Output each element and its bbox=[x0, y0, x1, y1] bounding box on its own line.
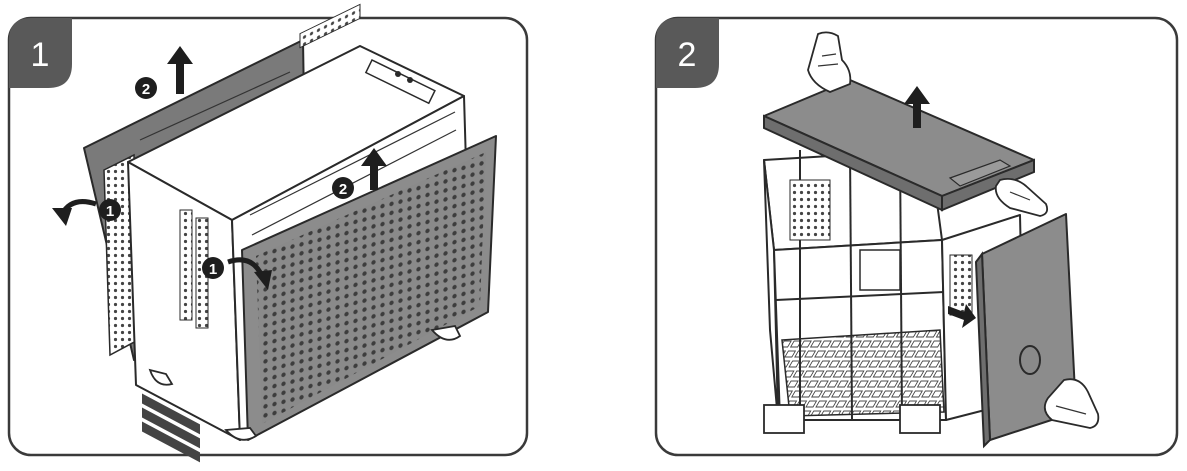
step-2-number: 2 bbox=[678, 36, 697, 74]
step-2-panel: 2 bbox=[654, 16, 1179, 457]
right-panel-mesh bbox=[256, 152, 486, 424]
hand-top-left-icon bbox=[807, 31, 852, 93]
io-panel bbox=[364, 58, 436, 105]
arrow-curve-left bbox=[52, 208, 72, 226]
callout-2-right-panel: 2 bbox=[332, 148, 387, 199]
arrow-curve-right bbox=[254, 270, 272, 290]
chassis-floor-mesh bbox=[781, 329, 945, 417]
callout-1-right-panel: 1 bbox=[202, 257, 272, 290]
arrow-right-side-panel bbox=[948, 304, 976, 328]
step-2-badge bbox=[656, 18, 719, 88]
callout-1-left-panel: 1 bbox=[52, 199, 121, 226]
svg-text:1: 1 bbox=[209, 261, 217, 278]
expansion-slots bbox=[142, 209, 209, 463]
step-1-panel: 1 bbox=[7, 3, 529, 463]
top-panel bbox=[763, 79, 1035, 212]
brand-logo-icon bbox=[1019, 345, 1041, 375]
svg-text:1: 1 bbox=[106, 203, 114, 220]
hand-bottom-right-icon bbox=[1043, 378, 1100, 429]
hand-top-right-icon bbox=[994, 177, 1049, 217]
svg-text:2: 2 bbox=[339, 181, 347, 198]
arrow-up-left-panel bbox=[167, 46, 193, 94]
arrow-up-right-panel bbox=[361, 148, 387, 190]
svg-text:2: 2 bbox=[142, 81, 150, 98]
step-1-number: 1 bbox=[31, 36, 50, 74]
step-1-badge bbox=[9, 18, 72, 88]
arrow-up-top-panel bbox=[904, 86, 930, 128]
callout-2-left-panel: 2 bbox=[135, 46, 193, 99]
open-chassis bbox=[763, 149, 1025, 434]
